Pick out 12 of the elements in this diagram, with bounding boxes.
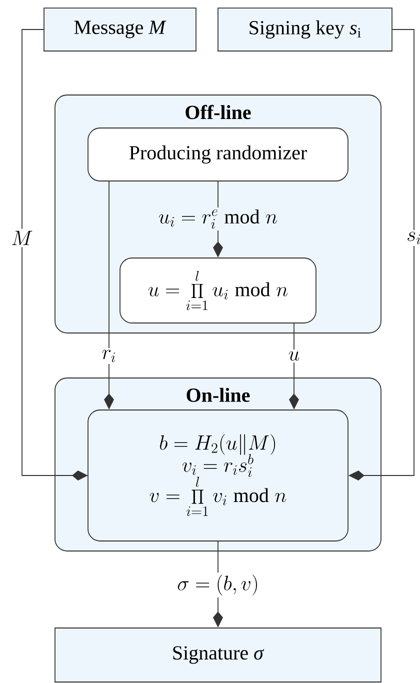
text-box: Message M [44, 8, 196, 52]
edge-label: $\sigma = (b, v)$ [175, 572, 261, 598]
edge-label: $s_i$ [404, 230, 420, 246]
process-box: Producing randomizer [88, 128, 348, 182]
edge-label: $r_i$ [100, 348, 118, 364]
formula-box: $u = \prod_{i=1}^{l} u_i \bmod n$ [120, 258, 316, 324]
edge-label: $M$ [9, 228, 35, 248]
text-box: Signing key s$_{i}$ [218, 8, 392, 52]
edge-label: $u_i = r_i^e \bmod n$ [156, 208, 280, 230]
edge-label: $u$ [286, 350, 302, 362]
formula-box: $b = H_2(u \| M)$ $v_i = r_i s_i^b$ $v = \prod_{i=1}^{l} v_i \bmod n$ [88, 410, 348, 542]
text-box: Signature σ [54, 628, 382, 682]
